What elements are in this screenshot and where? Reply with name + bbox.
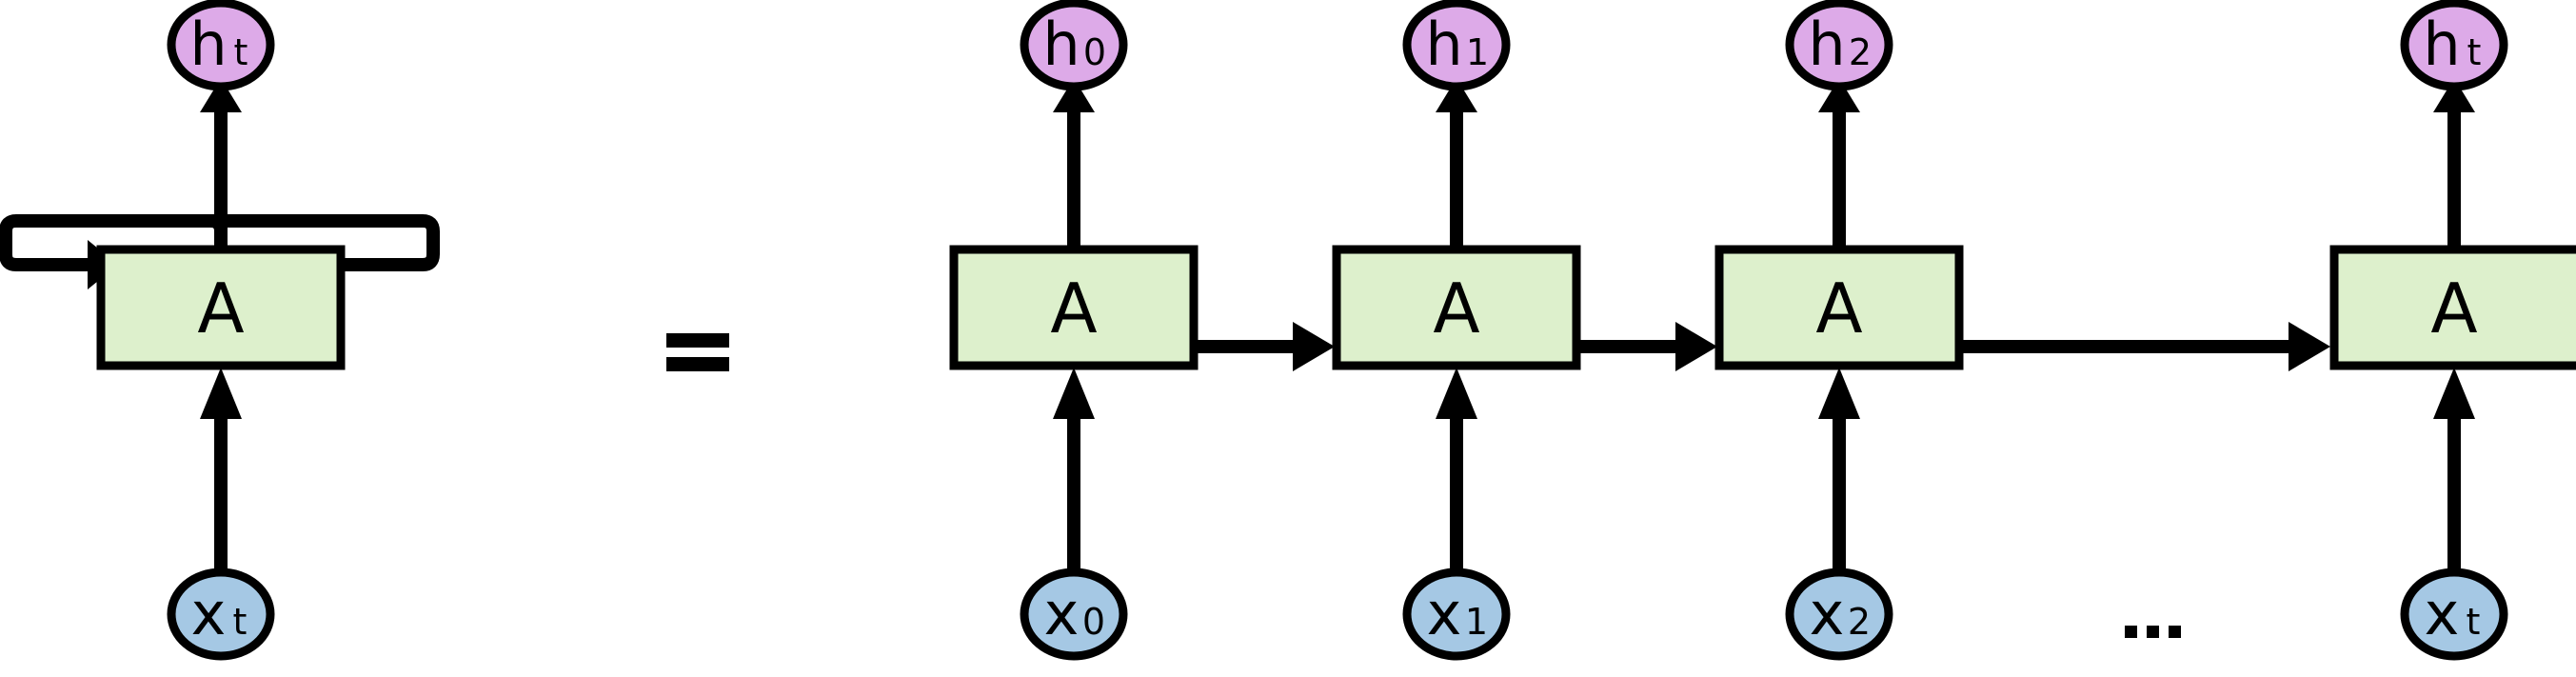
- step-0-cell-box[interactable]: [949, 245, 1199, 370]
- equals-bar-bottom: [666, 357, 729, 371]
- step-1-cell-box[interactable]: [1332, 245, 1581, 370]
- step-1-input-base: x: [1427, 579, 1462, 648]
- unrolled-step-0: A h 0 x 0: [949, 0, 1199, 661]
- step-0-input-node[interactable]: [1020, 567, 1128, 661]
- folded-rnn-group: A h t x t: [0, 0, 440, 661]
- step-1-output-arrowhead: [1436, 78, 1477, 112]
- step-1-input-arrowhead: [1436, 368, 1477, 419]
- step-t-output-base: h: [2423, 10, 2460, 79]
- step-2-output-sub: 2: [1849, 31, 1872, 73]
- state-connector-0-1: [1194, 322, 1335, 371]
- folded-input-base: x: [191, 579, 227, 648]
- recurrent-loop-entry: [0, 214, 116, 271]
- state-connector-1-2: [1576, 322, 1717, 371]
- recurrent-loop-right-segment: [128, 214, 440, 271]
- unrolled-step-2: A h 2 x 2: [1714, 0, 1964, 661]
- step-2-input-node[interactable]: [1785, 567, 1893, 661]
- step-1-output-sub: 1: [1466, 31, 1489, 73]
- step-2-cell-box[interactable]: [1714, 245, 1964, 370]
- folded-output-sub: t: [234, 31, 248, 73]
- step-t-cell-label: A: [2430, 269, 2477, 348]
- step-0-output-node[interactable]: [1020, 0, 1128, 91]
- folded-output-arrowhead: [200, 78, 242, 112]
- step-t-cell-box[interactable]: [2329, 245, 2576, 370]
- ellipsis-dot-3: [2169, 626, 2181, 638]
- step-t-input-sub: t: [2467, 601, 2481, 643]
- folded-output-node[interactable]: [167, 0, 275, 91]
- unrolled-step-t: A h t x t: [2329, 0, 2576, 661]
- state-connector-0-1-arrowhead: [1293, 322, 1335, 371]
- ellipsis-group: [2125, 626, 2181, 638]
- step-t-output-arrowhead: [2433, 78, 2475, 112]
- step-2-output-base: h: [1808, 10, 1845, 79]
- step-0-input-base: x: [1044, 579, 1080, 648]
- unrolled-step-1: A h 1 x 1: [1332, 0, 1581, 661]
- step-1-output-base: h: [1425, 10, 1462, 79]
- state-connector-2-t: [1959, 322, 2330, 371]
- step-0-output-base: h: [1042, 10, 1080, 79]
- state-connector-2-t-arrowhead: [2289, 322, 2330, 371]
- folded-cell-label: A: [197, 269, 244, 348]
- step-1-input-sub: 1: [1465, 601, 1488, 643]
- equals-sign: [666, 333, 729, 371]
- step-t-input-arrowhead: [2433, 368, 2475, 419]
- step-2-input-sub: 2: [1848, 601, 1871, 643]
- step-0-input-arrowhead: [1053, 368, 1095, 419]
- step-2-output-arrowhead: [1818, 78, 1860, 112]
- step-0-cell-label: A: [1050, 269, 1097, 348]
- step-t-input-node[interactable]: [2400, 567, 2508, 661]
- step-1-input-node[interactable]: [1402, 567, 1511, 661]
- state-connector-1-2-arrowhead: [1675, 322, 1717, 371]
- step-0-input-sub: 0: [1082, 601, 1105, 643]
- step-0-output-arrowhead: [1053, 78, 1095, 112]
- folded-output-base: h: [189, 10, 227, 79]
- step-1-cell-label: A: [1433, 269, 1479, 348]
- step-1-output-node[interactable]: [1402, 0, 1511, 91]
- ellipsis-dot-2: [2147, 626, 2159, 638]
- step-2-output-node[interactable]: [1785, 0, 1893, 91]
- step-t-output-node[interactable]: [2400, 0, 2508, 91]
- step-t-output-sub: t: [2467, 31, 2482, 73]
- folded-input-arrowhead: [200, 368, 242, 419]
- equals-bar-top: [666, 333, 729, 348]
- step-2-cell-label: A: [1815, 269, 1862, 348]
- step-0-output-sub: 0: [1083, 31, 1106, 73]
- folded-input-sub: t: [233, 601, 248, 643]
- ellipsis-dot-1: [2125, 626, 2137, 638]
- folded-cell-box[interactable]: [96, 245, 346, 370]
- step-t-input-base: x: [2425, 579, 2460, 648]
- step-2-input-base: x: [1810, 579, 1845, 648]
- folded-input-node[interactable]: [167, 567, 275, 661]
- step-2-input-arrowhead: [1818, 368, 1860, 419]
